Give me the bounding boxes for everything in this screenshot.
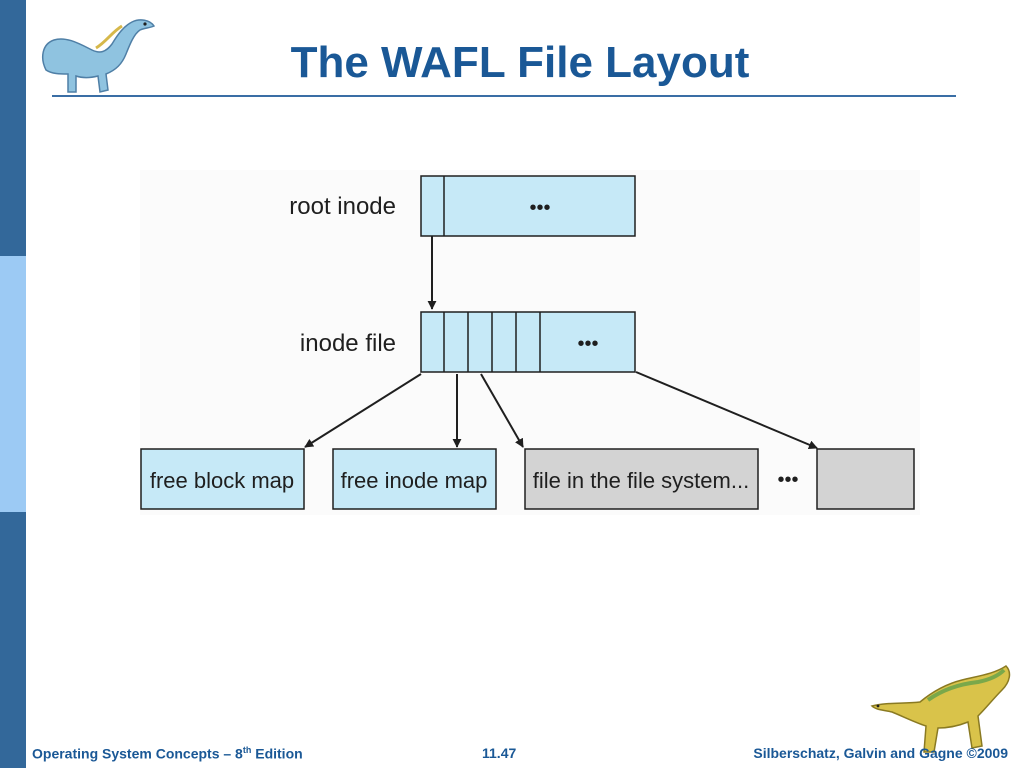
side-bar-middle xyxy=(0,256,26,512)
inode-file-label: inode file xyxy=(300,330,396,357)
root-inode-label: root inode xyxy=(289,193,396,220)
free-block-map-block xyxy=(140,448,305,510)
footer-page-number: 11.47 xyxy=(482,745,517,761)
footer-book-suffix: Edition xyxy=(251,745,303,762)
arrow-to-last-block xyxy=(635,371,818,450)
free-block-map-label: free block map xyxy=(150,468,294,493)
title-divider xyxy=(52,95,956,97)
side-bar-bottom xyxy=(0,512,26,768)
footer-book-prefix: Operating System Concepts – 8 xyxy=(32,745,243,762)
file-in-fs-block xyxy=(524,448,759,510)
inode-file-ellipsis: ••• xyxy=(577,333,598,355)
free-inode-map-block xyxy=(332,448,497,510)
footer-book-title: Operating System Concepts – 8th Edition xyxy=(32,745,303,762)
inode-file-block xyxy=(420,311,636,373)
arrow-to-free-block-map xyxy=(304,373,422,448)
free-inode-map-label: free inode map xyxy=(341,468,488,493)
root-inode-block xyxy=(420,175,636,237)
last-file-block xyxy=(816,448,915,510)
dinosaur-logo-top xyxy=(41,19,156,93)
dinosaur-logo-bottom xyxy=(870,665,1011,753)
root-inode-ellipsis: ••• xyxy=(529,197,550,219)
bottom-row-ellipsis: ••• xyxy=(777,469,798,491)
side-bar-top xyxy=(0,0,26,256)
slide-title: The WAFL File Layout xyxy=(290,38,750,87)
arrow-to-file-in-fs xyxy=(480,373,524,448)
file-in-fs-label: file in the file system... xyxy=(533,468,749,493)
footer-book-superscript: th xyxy=(242,745,252,755)
footer-authors: Silberschatz, Galvin and Gagne ©2009 xyxy=(753,745,1008,761)
